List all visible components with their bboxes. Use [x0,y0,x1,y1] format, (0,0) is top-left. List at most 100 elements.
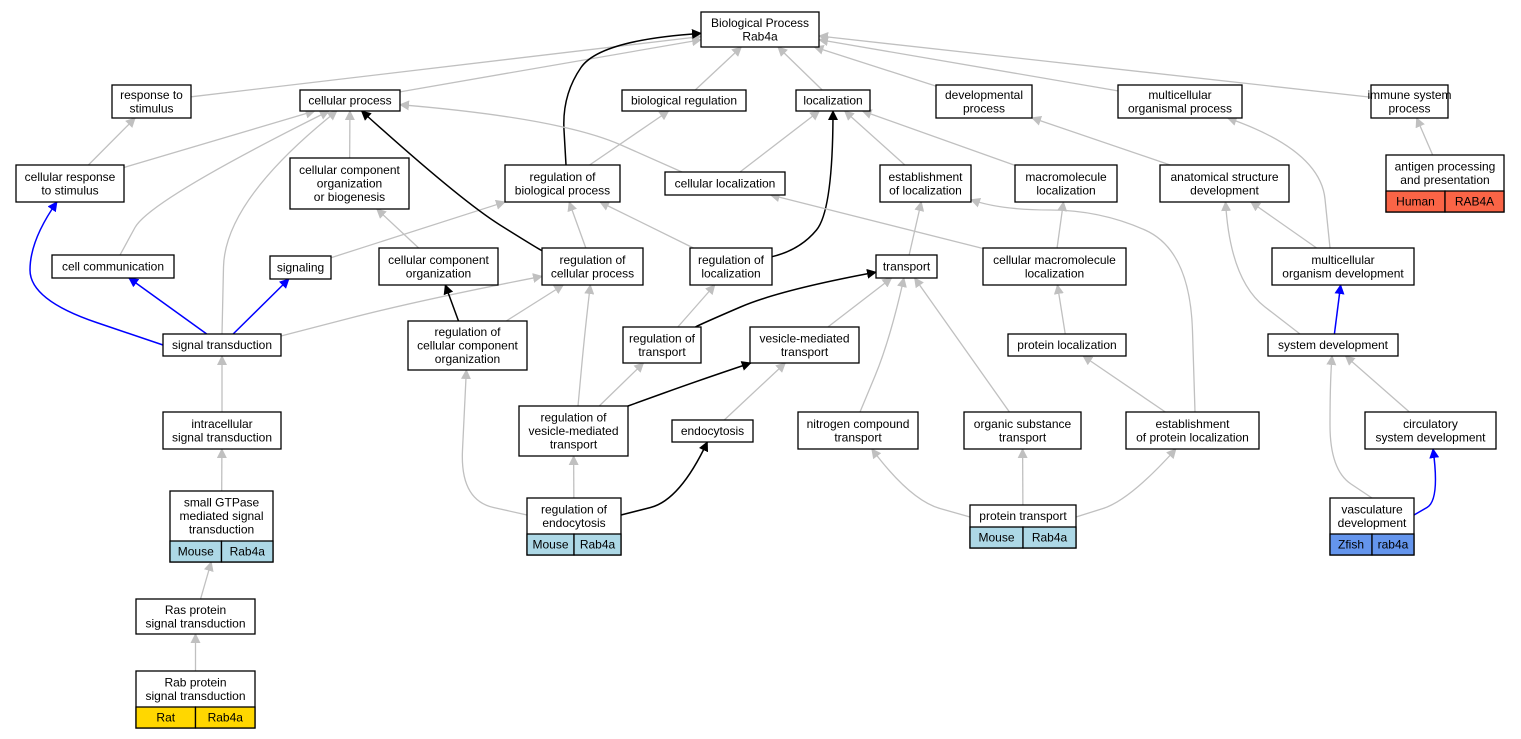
node-label-line: signal transduction [145,616,245,630]
node-label-line: organismal process [1128,101,1232,115]
edge-vasculature_development-to-circulatory_system_development [1413,448,1440,516]
edge-regulation_of_localization-to-localization [771,110,838,258]
node-box [541,247,644,286]
node-box [749,326,860,364]
node-label-line: transport [999,430,1047,444]
edge-cellular_localization-to-cellular_process [399,100,683,173]
node-cellular-process[interactable]: cellular process [299,89,401,112]
edge-cellular_response_to_stimulus-to-cellular_process [123,108,316,169]
node-label-line: cell communication [62,260,164,274]
node-box [162,411,282,450]
node-label-line: cellular component [388,253,489,267]
node-box [1364,411,1497,450]
edge-regulation_of_biological_process-to-bp_root [563,28,702,166]
node-label-line: Rab4a [742,29,778,43]
node-box [875,254,938,279]
node-label-line: transport [781,345,829,359]
node-cell-communication[interactable]: cell communication [51,254,175,279]
node-label-line: vasculature [1341,502,1403,516]
edge-protein_transport-to-nitrogen_compound_transport [871,448,971,518]
node-signaling[interactable]: signaling [269,255,332,280]
node-signal-transduction[interactable]: signal transduction [162,333,282,357]
edge-signal_transduction-to-cellular_response_to_stimulus [29,201,164,346]
node-localization[interactable]: localization [795,89,871,112]
node-label-line: multicellular [1148,88,1211,102]
node-label-line: response to [120,88,183,102]
node-label-line: regulation of [434,325,501,339]
node-label-line: organism development [1282,266,1404,280]
node-transport[interactable]: transport [875,254,938,279]
node-label-line: transport [638,345,686,359]
node-label-line: endocytosis [681,424,744,438]
node-box [162,333,282,357]
node-label-line: organization [435,352,500,366]
node-box [1125,411,1260,450]
gene-cell [194,706,256,729]
species-label: Mouse [532,538,568,552]
node-label-line: development [1190,183,1259,197]
node-protein-localization[interactable]: protein localization [1007,333,1127,357]
node-box [299,89,401,112]
edge-macromolecule_localization-to-localization [861,109,1016,166]
node-label-line: cellular macromolecule [993,253,1116,267]
node-box [1014,164,1118,203]
edge-organic_substance_transport-to-transport [914,277,1010,413]
node-label-line: regulation of [629,331,696,345]
node-label-line: Rab protein [164,675,226,689]
node-label-line: regulation of [559,253,626,267]
node-box [51,254,175,279]
edge-protein_transport-to-establishment_of_protein_localization [1075,448,1177,518]
node-label-line: immune system [1367,88,1451,102]
node-cellular-localization[interactable]: cellular localization [664,171,786,196]
node-system-development[interactable]: system development [1267,333,1399,357]
node-biological-regulation[interactable]: biological regulation [621,89,747,112]
edge-cellular_process-to-bp_root [399,36,702,93]
node-label-line: regulation of [540,411,607,425]
node-label-line: transport [883,260,931,274]
edge-cellular_localization-to-localization [739,110,821,173]
node-label-line: signaling [277,261,324,275]
node-label-line: Biological Process [711,16,809,30]
gene-label: Rab4a [208,711,244,725]
edge-ras_protein-to-small_gtpase [199,561,214,600]
node-endocytosis[interactable]: endocytosis [671,419,754,443]
node-label-line: of localization [889,183,962,197]
node-box [269,255,332,280]
edge-regulation_of_transport-to-regulation_of_localization [677,284,716,328]
node-label-line: anatomical structure [1170,170,1278,184]
edge-developmental_process-to-bp_root [813,44,937,87]
node-box [1117,84,1243,119]
